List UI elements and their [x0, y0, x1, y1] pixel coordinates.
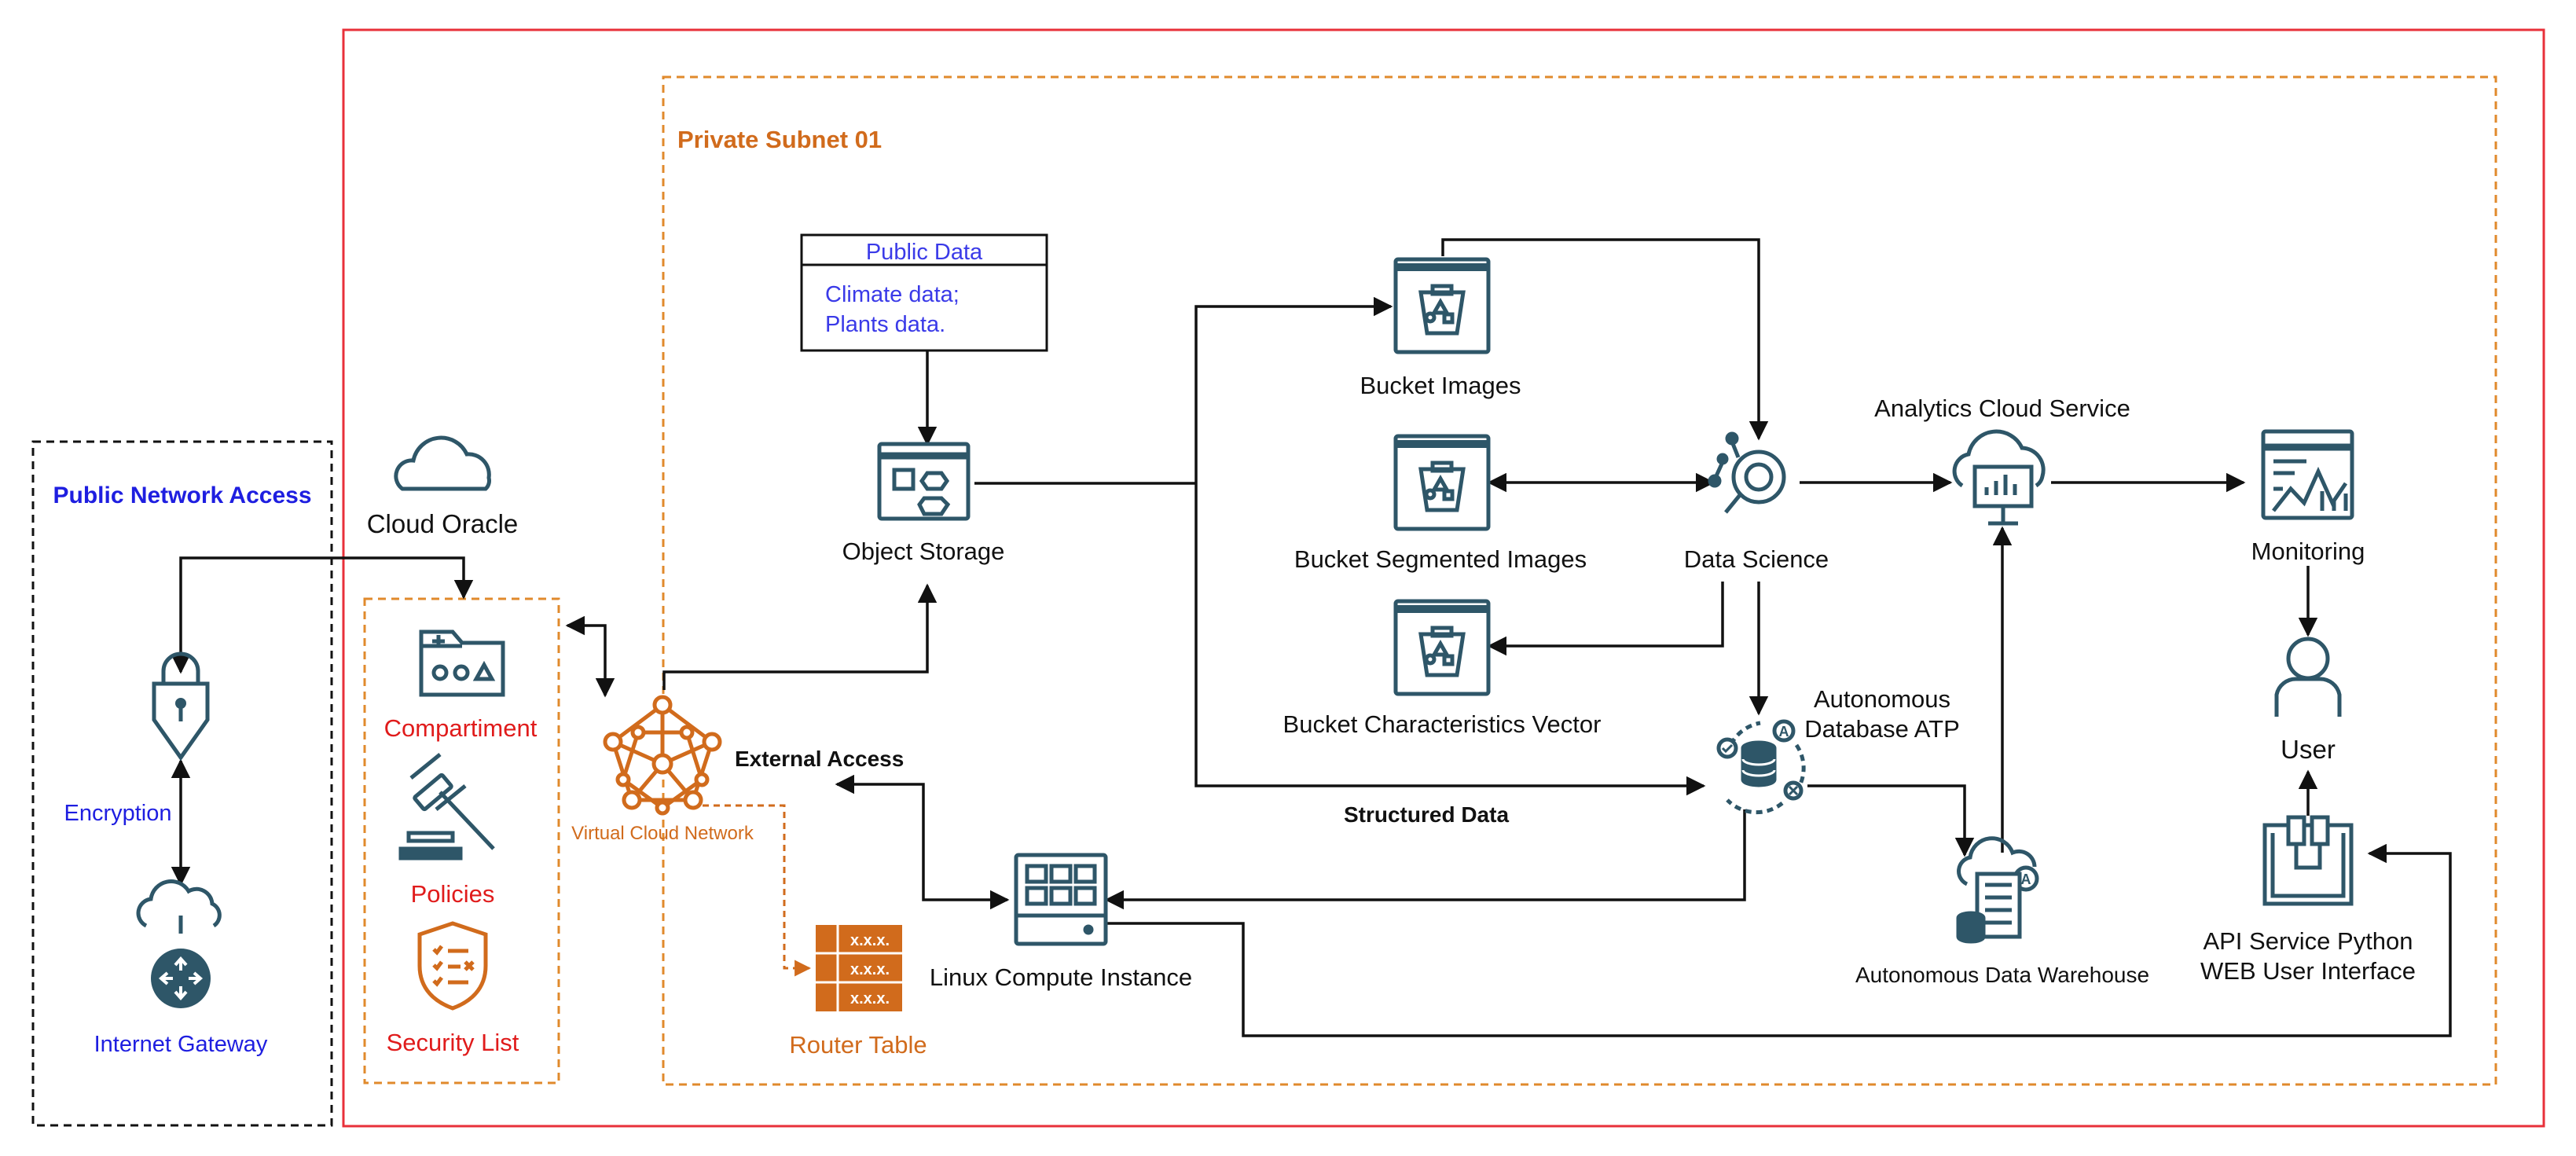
- atp-database-icon: A: [1716, 719, 1806, 815]
- gavel-icon: [398, 753, 495, 861]
- linux-label: Linux Compute Instance: [930, 963, 1192, 991]
- adw-label: Autonomous Data Warehouse: [1855, 963, 2149, 987]
- public-data-line2: Plants data.: [825, 312, 945, 337]
- internet-gateway-label: Internet Gateway: [94, 1032, 268, 1057]
- compartment-group-frame: [363, 597, 560, 1084]
- edge-bucket-images-data-science: [1441, 238, 1769, 441]
- adw-icon: A: [1956, 836, 2039, 944]
- bucket-images-label: Bucket Images: [1360, 372, 1521, 399]
- monitoring-label: Monitoring: [2251, 538, 2365, 565]
- shield-list-icon: [417, 921, 488, 1011]
- linux-compute-icon: [1014, 853, 1108, 946]
- data-science-icon: [1708, 431, 1786, 514]
- edge-linux-vcn: [835, 774, 1010, 910]
- edge-atp-adw: [1807, 784, 1975, 857]
- public-network-frame: [31, 440, 333, 1127]
- router-table-icon: x.x.x. x.x.x. x.x.x.: [816, 925, 902, 1011]
- network-pentagon-icon: [603, 695, 722, 816]
- object-storage-label: Object Storage: [842, 538, 1005, 565]
- public-data-box: Public Data Climate data; Plants data.: [800, 233, 1048, 352]
- compartiment-label: Compartiment: [384, 714, 538, 742]
- vcn-label: Virtual Cloud Network: [571, 823, 754, 844]
- data-science-label: Data Science: [1684, 545, 1829, 573]
- router-cell-1: x.x.x.: [850, 932, 890, 949]
- atp-label-line1: Autonomous: [1814, 685, 1950, 713]
- bucket-segmented-icon: [1393, 434, 1491, 531]
- public-network-title: Public Network Access: [53, 483, 311, 508]
- public-data-line1: Climate data;: [825, 282, 960, 307]
- analytics-label: Analytics Cloud Service: [1874, 395, 2130, 422]
- edge-linux-api: [1106, 843, 2452, 1037]
- router-cell-3: x.x.x.: [850, 990, 890, 1007]
- api-service-icon: [2262, 815, 2354, 906]
- cloud-router-icon: [136, 879, 222, 1008]
- subnet-title: Private Subnet 01: [677, 126, 882, 153]
- edge-vcn-object-storage: [662, 583, 938, 690]
- edge-trunk-atp: [1194, 483, 1706, 796]
- edge-vcn-router: [692, 804, 812, 977]
- bucket-images-icon: [1393, 257, 1491, 354]
- edge-lock-compartment: [171, 556, 474, 674]
- api-label-line2: WEB User Interface: [2200, 957, 2416, 985]
- cloud-oracle-label: Cloud Oracle: [367, 509, 519, 538]
- svg-text:A: A: [2021, 872, 2031, 887]
- folder-icon: [419, 629, 505, 697]
- edge-data-science-vector: [1487, 582, 1724, 656]
- structured-data-label: Structured Data: [1344, 802, 1509, 827]
- edge-trunk-bucket-images: [1194, 296, 1393, 483]
- object-storage-icon: [877, 442, 971, 521]
- svg-text:A: A: [1779, 724, 1789, 739]
- policies-label: Policies: [411, 880, 495, 908]
- private-subnet-frame: [662, 75, 2497, 1086]
- bucket-vector-icon: [1393, 599, 1491, 696]
- connectors: [171, 238, 2452, 1037]
- edge-vcn-compartment: [565, 615, 615, 698]
- encryption-label: Encryption: [64, 801, 171, 826]
- public-data-header: Public Data: [866, 240, 983, 265]
- bucket-segmented-label: Bucket Segmented Images: [1294, 545, 1587, 573]
- bucket-vector-label: Bucket Characteristics Vector: [1283, 710, 1602, 738]
- cloud-frame: [342, 28, 2545, 1128]
- user-label: User: [2281, 735, 2336, 764]
- api-label-line1: API Service Python: [2203, 927, 2413, 955]
- user-icon: [2274, 637, 2342, 717]
- monitoring-icon: [2261, 429, 2354, 520]
- router-table-label: Router Table: [789, 1031, 927, 1059]
- external-access-label: External Access: [735, 747, 904, 771]
- router-cell-2: x.x.x.: [850, 961, 890, 978]
- cloud-icon: [394, 435, 491, 491]
- atp-label-line2: Database ATP: [1804, 715, 1960, 743]
- security-list-label: Security List: [387, 1029, 519, 1056]
- edge-atp-linux: [1104, 809, 1746, 910]
- lock-icon: [152, 651, 210, 761]
- analytics-cloud-icon: [1952, 429, 2046, 526]
